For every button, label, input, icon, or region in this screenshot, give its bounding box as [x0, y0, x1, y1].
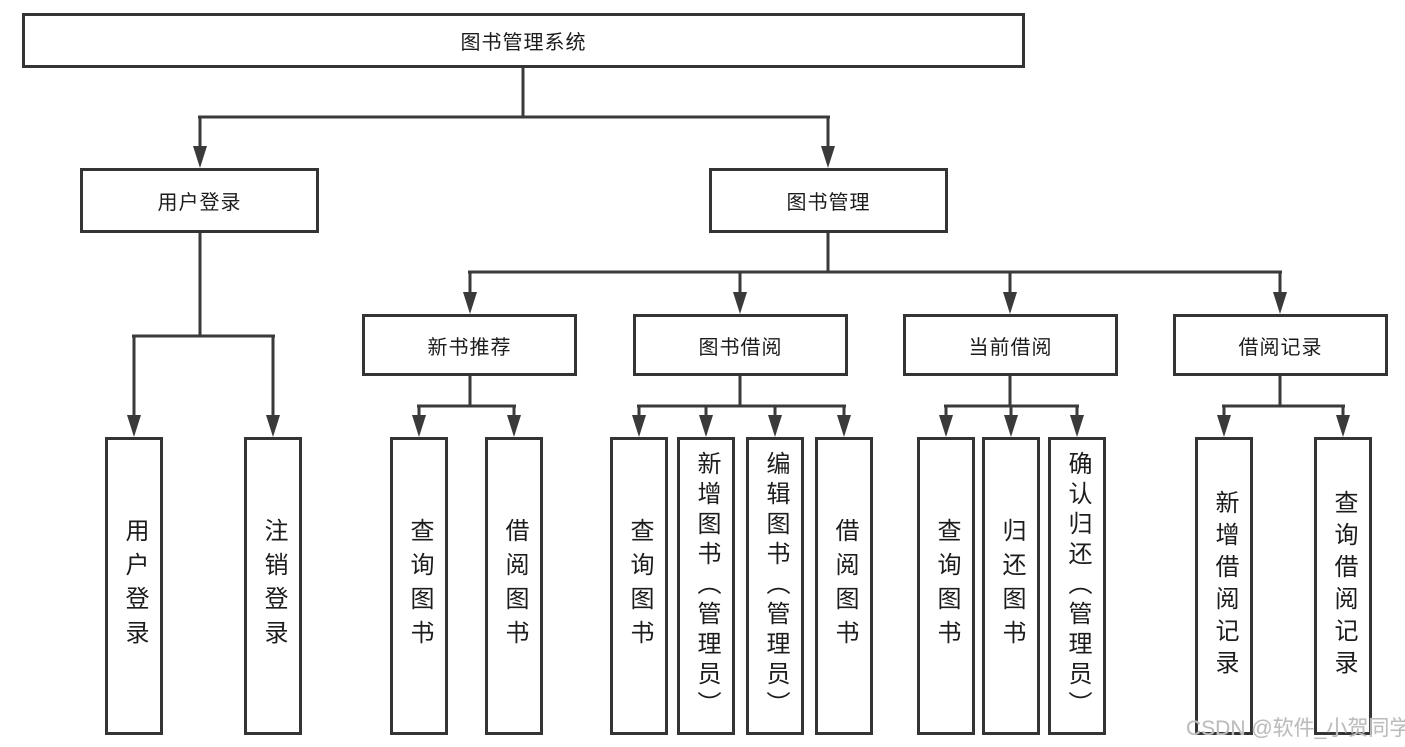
node-book-borrowing-label: 图书借阅 — [698, 336, 783, 359]
node-book-borrowing: 图书借阅 — [633, 314, 848, 376]
leaf-confirm-return-admin: 确认归还（管理员） — [1048, 437, 1106, 735]
leaf-query-books-current: 查询图书 — [917, 437, 975, 735]
node-root-system: 图书管理系统 — [22, 13, 1025, 68]
leaf-logout: 注销登录 — [244, 437, 302, 735]
leaf-add-book-admin: 新增图书（管理员） — [677, 437, 735, 735]
leaf-borrow-books-recommend: 借阅图书 — [485, 437, 543, 735]
leaf-borrow-books: 借阅图书 — [815, 437, 873, 735]
csdn-watermark: CSDN @软件_小贺同学 — [1186, 717, 1405, 740]
leaf-query-books-borrowing: 查询图书 — [610, 437, 668, 735]
leaf-add-borrow-record: 新增借阅记录 — [1195, 437, 1253, 735]
leaf-user-login: 用户登录 — [105, 437, 163, 735]
leaf-return-books: 归还图书 — [982, 437, 1040, 735]
node-new-book-recommend-label: 新书推荐 — [427, 336, 512, 359]
node-book-management-label: 图书管理 — [786, 192, 871, 214]
node-current-borrowing-label: 当前借阅 — [968, 336, 1053, 359]
node-user-login: 用户登录 — [80, 168, 319, 233]
leaf-query-borrow-record: 查询借阅记录 — [1314, 437, 1372, 735]
node-current-borrowing: 当前借阅 — [903, 314, 1118, 376]
node-book-management: 图书管理 — [709, 168, 948, 233]
leaf-edit-book-admin: 编辑图书（管理员） — [746, 437, 804, 735]
node-user-login-label: 用户登录 — [157, 192, 242, 214]
node-borrow-records-label: 借阅记录 — [1238, 336, 1323, 359]
node-borrow-records: 借阅记录 — [1173, 314, 1388, 376]
node-new-book-recommend: 新书推荐 — [362, 314, 577, 376]
leaf-query-books-recommend: 查询图书 — [390, 437, 448, 735]
node-root-label: 图书管理系统 — [460, 32, 587, 54]
